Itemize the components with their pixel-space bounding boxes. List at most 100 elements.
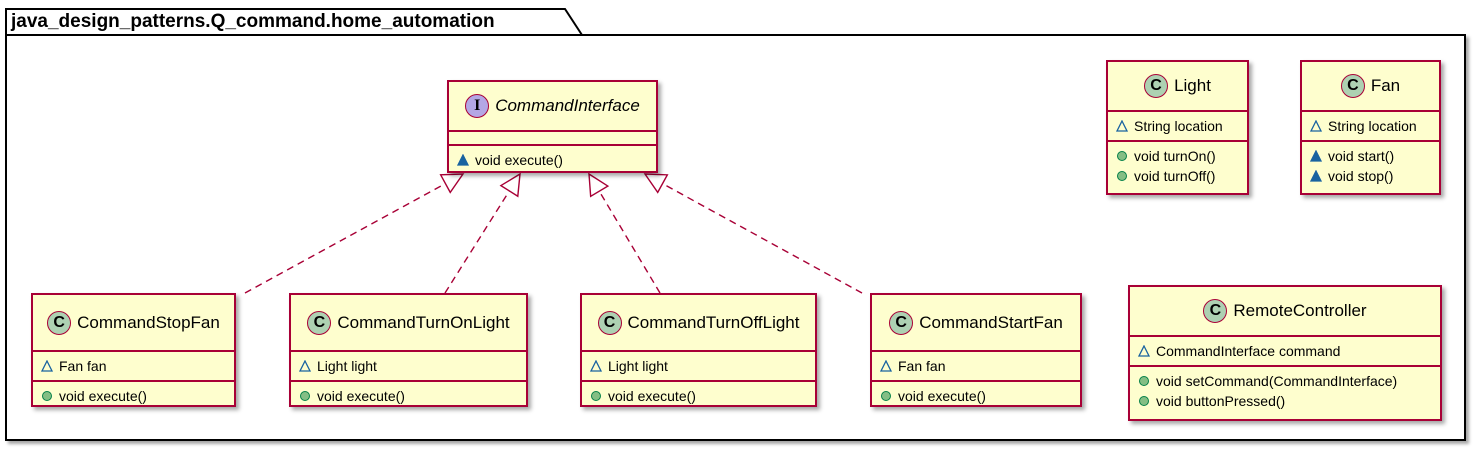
field-row: Light light bbox=[590, 356, 807, 376]
package-visibility-icon bbox=[1116, 120, 1128, 132]
package-visibility-icon bbox=[457, 154, 469, 166]
public-visibility-icon bbox=[1139, 396, 1149, 406]
public-visibility-icon bbox=[1117, 151, 1127, 161]
realization-arrowhead bbox=[439, 173, 465, 194]
field-text: Fan fan bbox=[898, 358, 946, 374]
method-text: void turnOn() bbox=[1134, 148, 1216, 164]
class-name: RemoteController bbox=[1233, 301, 1367, 320]
method-text: void execute() bbox=[59, 388, 147, 404]
method-text: void stop() bbox=[1328, 168, 1394, 184]
class-stereotype-icon: C bbox=[889, 310, 914, 335]
method-row: void execute() bbox=[457, 150, 648, 170]
package-tab-shape bbox=[5, 8, 583, 36]
field-text: Fan fan bbox=[59, 358, 107, 374]
field-text: String location bbox=[1134, 118, 1223, 134]
class-commandinterface[interactable]: I CommandInterface void execute() bbox=[447, 80, 658, 173]
fields-section: Light light bbox=[582, 352, 815, 382]
method-row: void start() bbox=[1310, 146, 1431, 166]
public-visibility-icon bbox=[42, 391, 52, 401]
method-text: void buttonPressed() bbox=[1156, 393, 1286, 409]
realization-arrowhead bbox=[588, 172, 610, 198]
method-text: void execute() bbox=[608, 388, 696, 404]
public-visibility-icon bbox=[300, 391, 310, 401]
class-stereotype-icon: C bbox=[1144, 74, 1169, 98]
field-row: String location bbox=[1310, 116, 1431, 136]
method-row: void stop() bbox=[1310, 166, 1431, 186]
fields-section: CommandInterface command bbox=[1130, 337, 1440, 367]
realization-edge-commandturnonlight bbox=[444, 190, 510, 294]
class-stereotype-icon: C bbox=[1340, 74, 1365, 98]
class-name: CommandInterface bbox=[495, 96, 640, 115]
field-row: Light light bbox=[299, 356, 518, 376]
field-text: CommandInterface command bbox=[1156, 343, 1341, 359]
method-row: void turnOn() bbox=[1116, 146, 1239, 166]
method-row: void setCommand(CommandInterface) bbox=[1138, 371, 1432, 391]
class-stereotype-icon: C bbox=[597, 310, 622, 335]
package-visibility-icon bbox=[1310, 170, 1322, 182]
method-text: void turnOff() bbox=[1134, 168, 1216, 184]
public-visibility-icon bbox=[591, 391, 601, 401]
public-visibility-icon bbox=[881, 391, 891, 401]
class-stereotype-icon: C bbox=[47, 310, 72, 335]
field-text: String location bbox=[1328, 118, 1417, 134]
public-visibility-icon bbox=[1139, 376, 1149, 386]
interface-stereotype-icon: I bbox=[465, 94, 490, 118]
methods-section: void execute() bbox=[33, 382, 234, 410]
methods-section: void execute() bbox=[291, 382, 526, 410]
realization-edge-commandturnofflight bbox=[598, 190, 661, 294]
methods-section: void execute() bbox=[449, 146, 656, 174]
package-visibility-icon bbox=[880, 360, 892, 372]
class-header: C Light bbox=[1108, 62, 1247, 112]
method-text: void start() bbox=[1328, 148, 1395, 164]
method-row: void buttonPressed() bbox=[1138, 391, 1432, 411]
fields-section bbox=[449, 132, 656, 146]
package-visibility-icon bbox=[1310, 120, 1322, 132]
field-text: Light light bbox=[608, 358, 668, 374]
class-name: CommandTurnOnLight bbox=[337, 312, 510, 332]
method-row: void execute() bbox=[590, 386, 807, 406]
method-text: void execute() bbox=[317, 388, 405, 404]
package-visibility-icon bbox=[590, 360, 602, 372]
methods-section: void execute() bbox=[872, 382, 1080, 410]
methods-section: void execute() bbox=[582, 382, 815, 410]
fields-section: Fan fan bbox=[872, 352, 1080, 382]
fields-section: Fan fan bbox=[33, 352, 234, 382]
method-text: void execute() bbox=[898, 388, 986, 404]
realization-arrowhead bbox=[499, 172, 521, 198]
fields-section: String location bbox=[1108, 112, 1247, 142]
field-text: Light light bbox=[317, 358, 377, 374]
package-visibility-icon bbox=[299, 360, 311, 372]
class-name: Light bbox=[1174, 76, 1211, 95]
class-header: I CommandInterface bbox=[449, 82, 656, 132]
fields-section: Light light bbox=[291, 352, 526, 382]
class-name: Fan bbox=[1370, 76, 1401, 95]
class-name: CommandStopFan bbox=[77, 312, 220, 332]
package-visibility-icon bbox=[41, 360, 53, 372]
method-row: void execute() bbox=[299, 386, 518, 406]
method-text: void execute() bbox=[475, 152, 563, 168]
method-row: void execute() bbox=[41, 386, 226, 406]
class-header: C Fan bbox=[1302, 62, 1439, 112]
public-visibility-icon bbox=[1117, 171, 1127, 181]
methods-section: void start() void stop() bbox=[1302, 142, 1439, 190]
realization-edge-commandstopfan bbox=[244, 182, 446, 294]
realization-arrowhead bbox=[643, 173, 669, 194]
realization-edge-commandstartfan bbox=[662, 183, 863, 294]
fields-section: String location bbox=[1302, 112, 1439, 142]
method-row: void execute() bbox=[880, 386, 1072, 406]
methods-section: void setCommand(CommandInterface) void bu… bbox=[1130, 367, 1440, 415]
method-text: void setCommand(CommandInterface) bbox=[1156, 373, 1398, 389]
